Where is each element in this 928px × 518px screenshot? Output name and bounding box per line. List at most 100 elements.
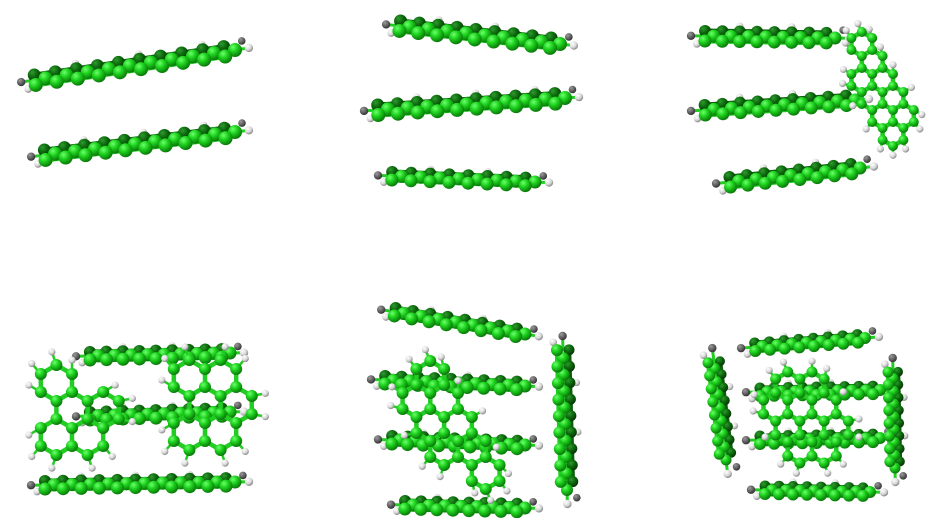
hydrogen-atom xyxy=(48,348,56,356)
hydrogen-atom xyxy=(869,162,879,171)
hydrogen-atom xyxy=(907,83,915,91)
hydrogen-atom xyxy=(244,126,254,135)
molecule-edge-on xyxy=(26,470,254,496)
carbon-atom xyxy=(92,481,106,495)
carbon-atom xyxy=(877,87,888,97)
carbon-atom xyxy=(396,387,409,399)
hydrogen-atom xyxy=(386,500,396,509)
carbon-atom xyxy=(430,28,445,43)
carbon-atom xyxy=(510,383,524,397)
hydrogen-atom xyxy=(239,471,247,480)
hydrogen-atom xyxy=(373,435,383,444)
carbon-atom xyxy=(883,405,895,417)
carbon-atom xyxy=(806,450,818,462)
carbon-atom xyxy=(888,69,898,79)
carbon-atom xyxy=(856,63,867,73)
carbon-atom xyxy=(770,429,782,441)
molecule-face-on xyxy=(838,20,926,159)
carbon-atom xyxy=(557,368,570,381)
carbon-atom xyxy=(198,351,212,365)
hydrogen-atom xyxy=(111,381,119,389)
hydrogen-atom xyxy=(25,381,33,389)
carbon-atom xyxy=(846,45,857,55)
carbon-atom xyxy=(66,386,78,398)
hydrogen-atom xyxy=(746,485,756,494)
carbon-atom xyxy=(410,411,423,423)
carbon-atom xyxy=(867,33,878,43)
carbon-atom xyxy=(856,27,867,37)
hydrogen-atom xyxy=(563,499,572,509)
carbon-atom xyxy=(806,436,818,448)
carbon-atom xyxy=(807,340,820,353)
carbon-atom xyxy=(818,387,830,399)
carbon-atom xyxy=(218,49,233,64)
carbon-atom xyxy=(802,36,816,50)
carbon-atom xyxy=(846,33,857,43)
carbon-atom xyxy=(702,357,714,369)
carbon-atom xyxy=(705,383,717,395)
carbon-atom xyxy=(551,344,564,357)
hydrogen-atom xyxy=(88,464,96,472)
carbon-atom xyxy=(448,30,463,45)
carbon-atom xyxy=(469,101,484,116)
carbon-atom xyxy=(214,390,227,402)
carbon-atom xyxy=(856,489,869,502)
hydrogen-atom xyxy=(487,496,495,504)
carbon-atom xyxy=(707,396,719,408)
hydrogen-atom xyxy=(237,37,246,45)
carbon-atom xyxy=(465,427,478,439)
carbon-atom xyxy=(149,352,163,366)
hydrogen-atom xyxy=(28,359,36,368)
carbon-atom xyxy=(424,435,437,447)
carbon-atom xyxy=(38,482,52,496)
carbon-atom xyxy=(134,62,149,77)
carbon-atom xyxy=(165,351,179,365)
carbon-atom xyxy=(822,100,836,114)
carbon-atom xyxy=(778,342,791,355)
hydrogen-atom xyxy=(864,94,874,104)
carbon-atom xyxy=(405,312,419,326)
carbon-atom xyxy=(50,395,63,407)
carbon-atom xyxy=(553,442,566,455)
carbon-atom xyxy=(528,97,543,112)
hydrogen-atom xyxy=(741,436,751,445)
carbon-atom xyxy=(867,105,878,115)
panel-1 xyxy=(16,37,254,168)
carbon-atom xyxy=(794,373,806,385)
hydrogen-atom xyxy=(381,20,391,29)
hydrogen-atom xyxy=(568,85,577,94)
carbon-atom xyxy=(245,408,258,420)
carbon-atom xyxy=(563,344,575,356)
carbon-atom xyxy=(856,87,867,97)
carbon-atom xyxy=(74,481,88,495)
carbon-atom xyxy=(199,417,211,429)
carbon-atom xyxy=(882,366,894,378)
hydrogen-atom xyxy=(765,366,773,374)
carbon-atom xyxy=(70,71,85,86)
molecule-edge-on xyxy=(881,353,909,487)
hydrogen-atom xyxy=(888,353,897,363)
carbon-atom xyxy=(167,363,180,375)
carbon-atom xyxy=(898,99,909,109)
carbon-atom xyxy=(56,482,70,496)
carbon-atom xyxy=(81,413,94,425)
carbon-atom xyxy=(230,435,243,447)
carbon-atom xyxy=(510,442,524,456)
carbon-atom xyxy=(465,475,478,487)
carbon-atom xyxy=(446,503,460,517)
hydrogen-atom xyxy=(28,452,36,461)
carbon-atom xyxy=(551,377,564,390)
carbon-atom xyxy=(698,34,712,48)
carbon-atom xyxy=(438,427,451,439)
hydrogen-atom xyxy=(158,376,166,384)
carbon-atom xyxy=(494,504,508,518)
carbon-atom xyxy=(452,403,464,415)
hydrogen-atom xyxy=(889,151,897,159)
hydrogen-atom xyxy=(891,477,900,487)
carbon-atom xyxy=(867,45,878,55)
carbon-atom xyxy=(882,379,894,391)
carbon-atom xyxy=(183,444,196,456)
carbon-atom xyxy=(845,167,859,181)
carbon-atom xyxy=(898,135,909,145)
panel-6 xyxy=(699,327,909,502)
